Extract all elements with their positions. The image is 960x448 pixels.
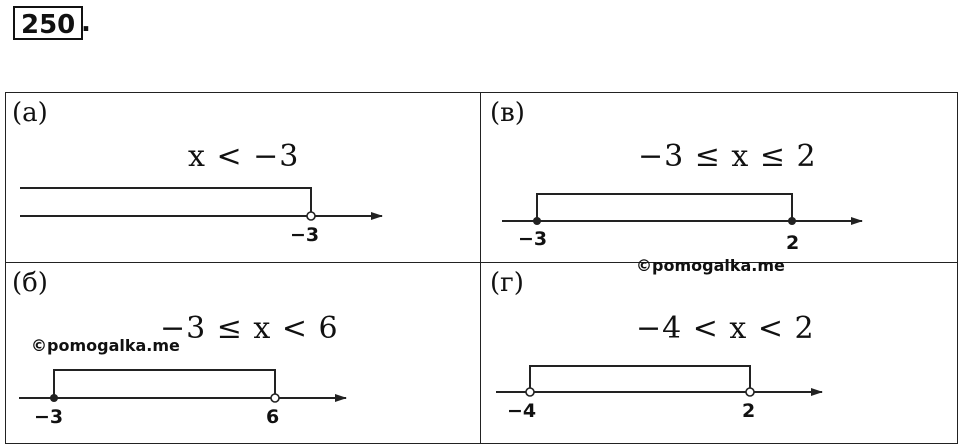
cell-v-tick-2: 2 xyxy=(786,232,800,254)
cell-a-open-point xyxy=(306,211,316,221)
cell-a-tick-minus3: −3 xyxy=(290,224,320,246)
cell-b-open-point xyxy=(270,393,280,403)
cell-b-number-line xyxy=(19,369,347,403)
grid-vertical-divider xyxy=(480,92,481,444)
cell-v-closed-point-left xyxy=(533,217,541,225)
cell-a-bracket xyxy=(20,187,312,216)
cell-b-label: (б) xyxy=(12,268,48,298)
cell-v-number-line xyxy=(502,193,863,225)
cell-a-label: (а) xyxy=(12,98,48,128)
problem-number-dot: . xyxy=(81,8,91,38)
cell-g-open-point-left xyxy=(525,387,535,397)
cell-a-number-line xyxy=(20,187,383,221)
watermark-left: ©pomogalka.me xyxy=(31,336,180,355)
cell-b-bracket xyxy=(53,369,276,398)
cell-v-closed-point-right xyxy=(788,217,796,225)
cell-v-bracket xyxy=(536,193,793,221)
cell-b-closed-point xyxy=(50,394,58,402)
cell-v-tick-minus3: −3 xyxy=(518,228,548,250)
cell-g-label: (г) xyxy=(490,268,524,298)
cell-a-inequality: x < −3 xyxy=(188,139,300,174)
answer-grid xyxy=(5,92,958,444)
cell-b-inequality: −3 ≤ x < 6 xyxy=(160,311,339,346)
cell-g-open-point-right xyxy=(745,387,755,397)
cell-g-tick-minus4: −4 xyxy=(507,400,537,422)
cell-g-number-line xyxy=(496,365,823,397)
cell-g-bracket xyxy=(529,365,751,392)
cell-v-label: (в) xyxy=(490,98,525,128)
cell-b-tick-6: 6 xyxy=(266,406,280,428)
cell-g-tick-2: 2 xyxy=(742,400,756,422)
cell-b-tick-minus3: −3 xyxy=(34,406,64,428)
watermark-right: ©pomogalka.me xyxy=(636,256,785,275)
cell-g-inequality: −4 < x < 2 xyxy=(636,311,815,346)
problem-number: 250 xyxy=(13,6,84,40)
grid-horizontal-divider xyxy=(5,262,958,263)
cell-v-inequality: −3 ≤ x ≤ 2 xyxy=(638,139,817,174)
